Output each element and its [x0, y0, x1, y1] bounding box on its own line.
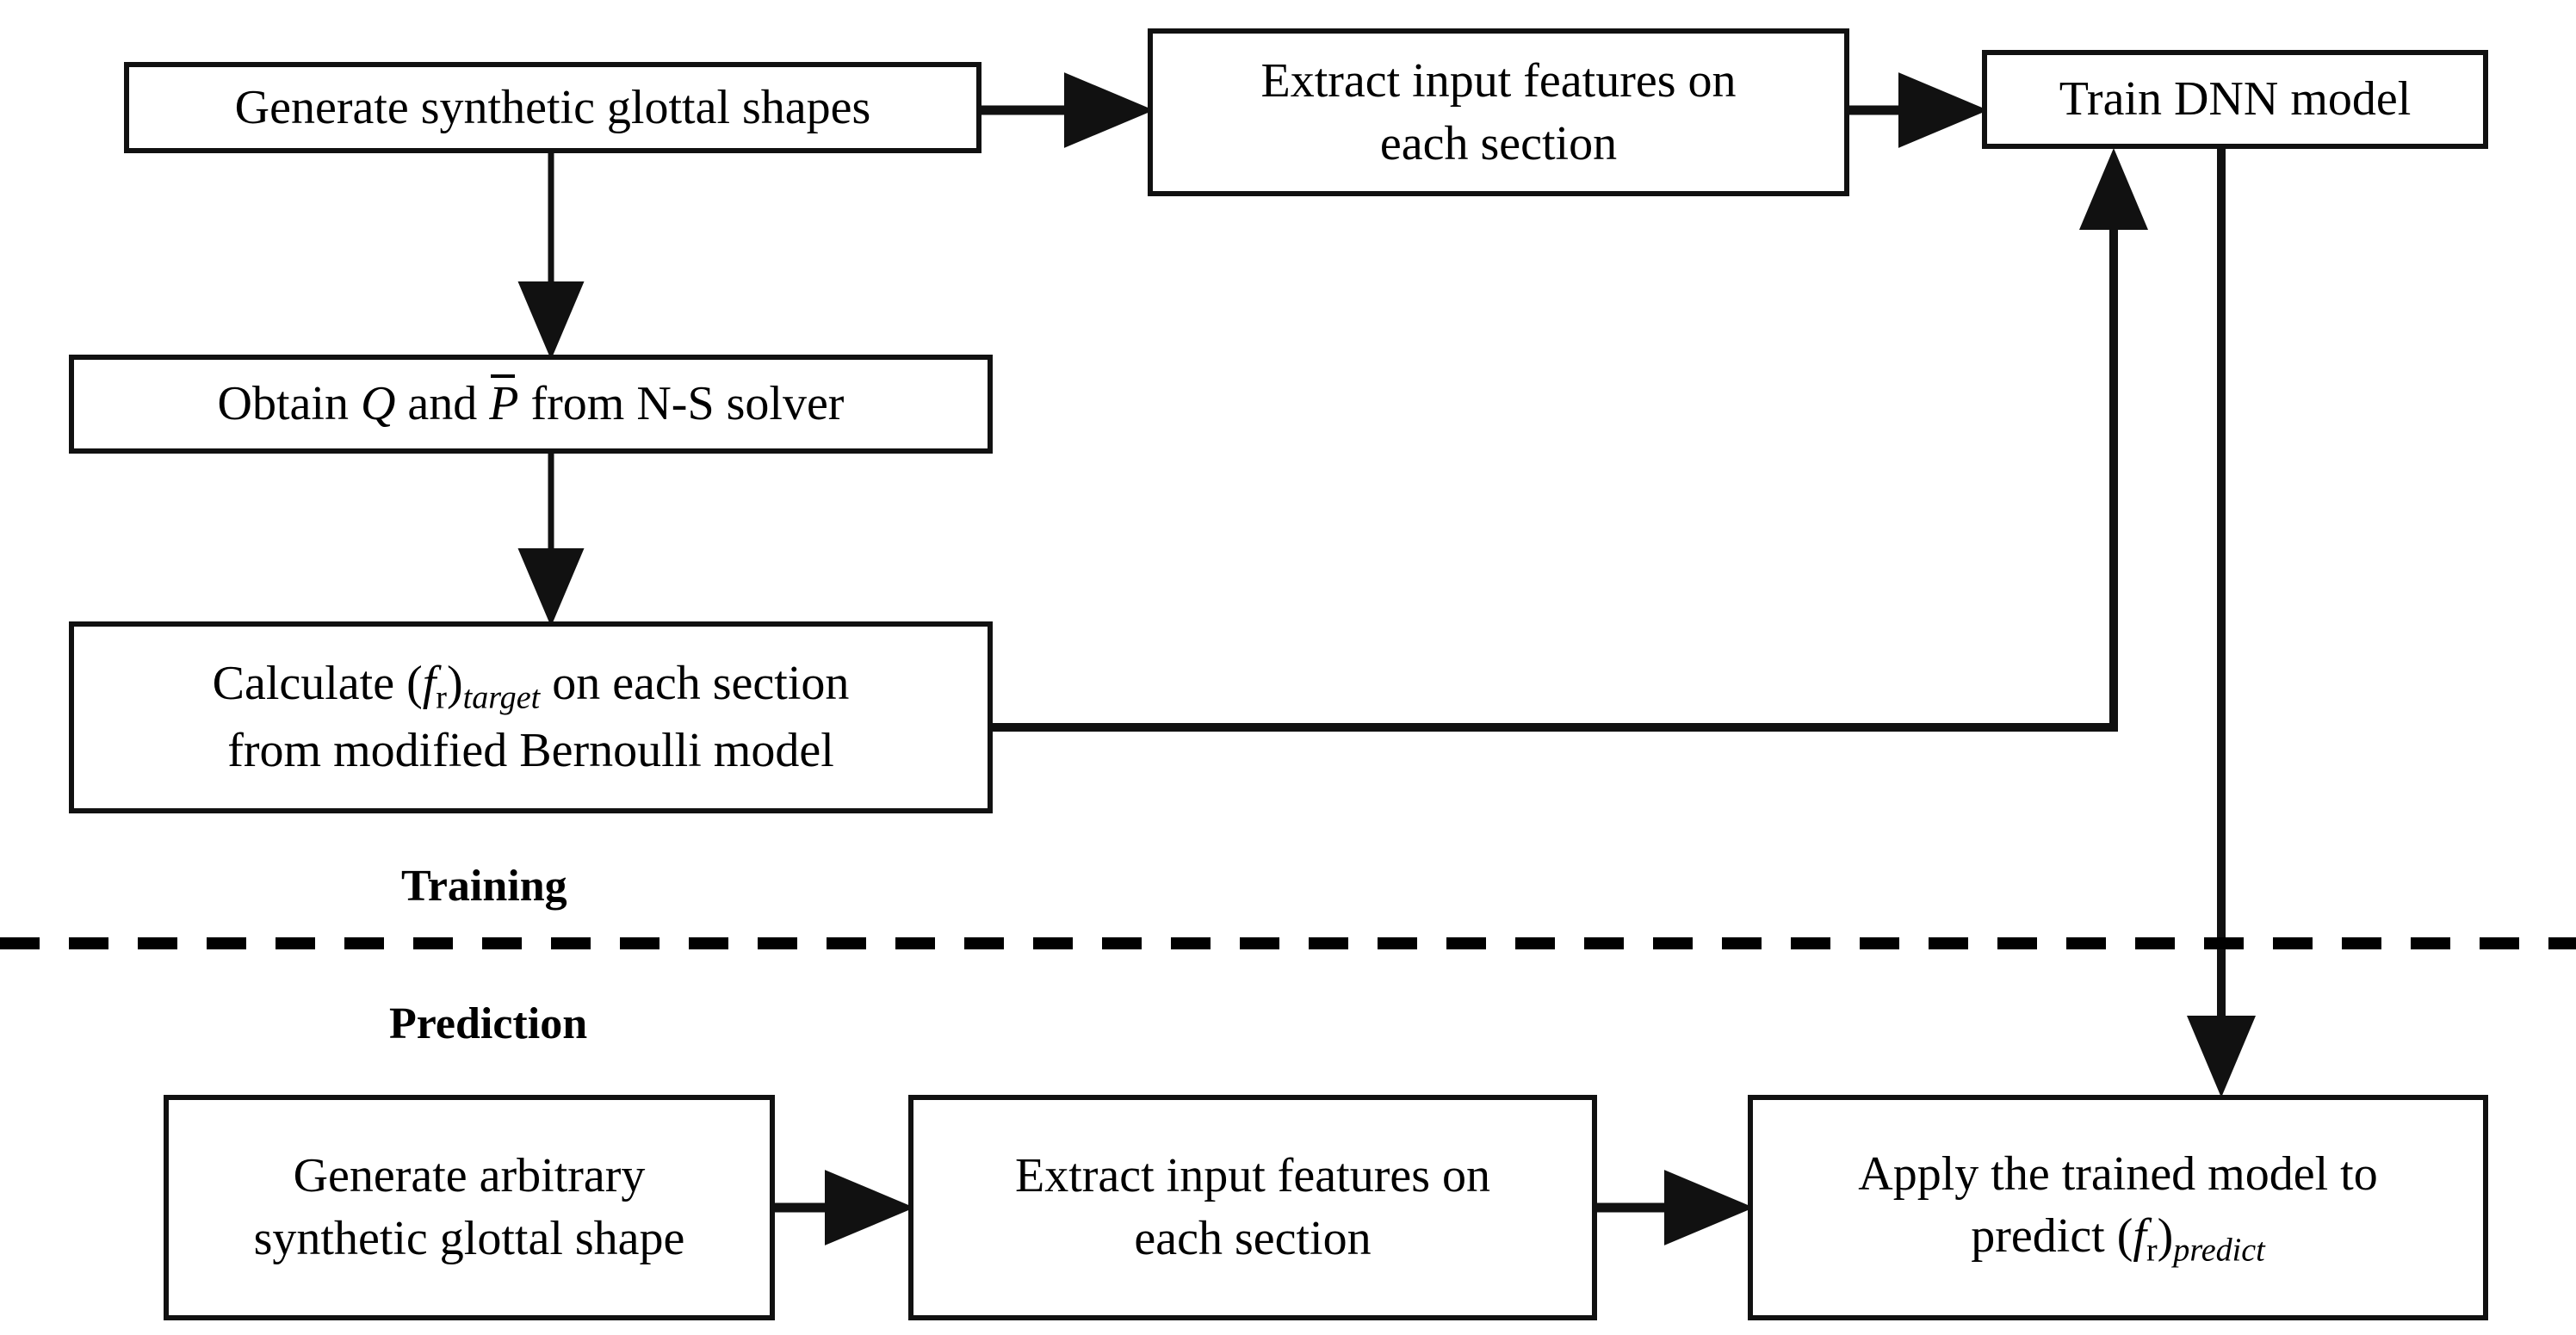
- node-apply-trained-model-predict-fr[interactable]: Apply the trained model to predict (fr)p…: [1748, 1095, 2488, 1320]
- node-extract-input-features-prediction[interactable]: Extract input features on each section: [908, 1095, 1597, 1320]
- node-label: Extract input features on each section: [1014, 1149, 1490, 1265]
- node-label: Obtain Q and P from N-S solver: [86, 373, 975, 436]
- variable-p-bar: P: [489, 373, 519, 436]
- subscript-r: r: [436, 679, 447, 716]
- node-calculate-fr-target[interactable]: Calculate (fr)target on each section fro…: [69, 621, 993, 813]
- node-label: Extract input features on each section: [1260, 53, 1737, 170]
- edge-calculate-to-train: [993, 147, 2148, 732]
- node-generate-synthetic-glottal-shapes[interactable]: Generate synthetic glottal shapes: [124, 62, 981, 153]
- node-label: Apply the trained model to predict (fr)p…: [1858, 1146, 2378, 1269]
- section-label-training: Training: [401, 862, 567, 911]
- node-train-dnn-model[interactable]: Train DNN model: [1982, 50, 2488, 149]
- subscript-r: r: [2146, 1232, 2158, 1269]
- node-obtain-q-and-pbar-from-ns-solver[interactable]: Obtain Q and P from N-S solver: [69, 355, 993, 454]
- node-extract-input-features-training[interactable]: Extract input features on each section: [1148, 28, 1849, 196]
- section-label-prediction: Prediction: [389, 999, 588, 1048]
- subscript-target: target: [462, 679, 541, 716]
- variable-q: Q: [360, 377, 396, 431]
- node-label: Calculate (fr)target on each section fro…: [212, 657, 850, 778]
- node-label: Generate arbitrary synthetic glottal sha…: [253, 1149, 685, 1265]
- node-label: Train DNN model: [2059, 72, 2412, 127]
- variable-f: f: [422, 657, 437, 711]
- node-generate-arbitrary-synthetic-glottal-shape[interactable]: Generate arbitrary synthetic glottal sha…: [164, 1095, 775, 1320]
- variable-f: f: [2133, 1209, 2146, 1264]
- subscript-predict: predict: [2173, 1232, 2265, 1269]
- node-label: Generate synthetic glottal shapes: [234, 80, 871, 134]
